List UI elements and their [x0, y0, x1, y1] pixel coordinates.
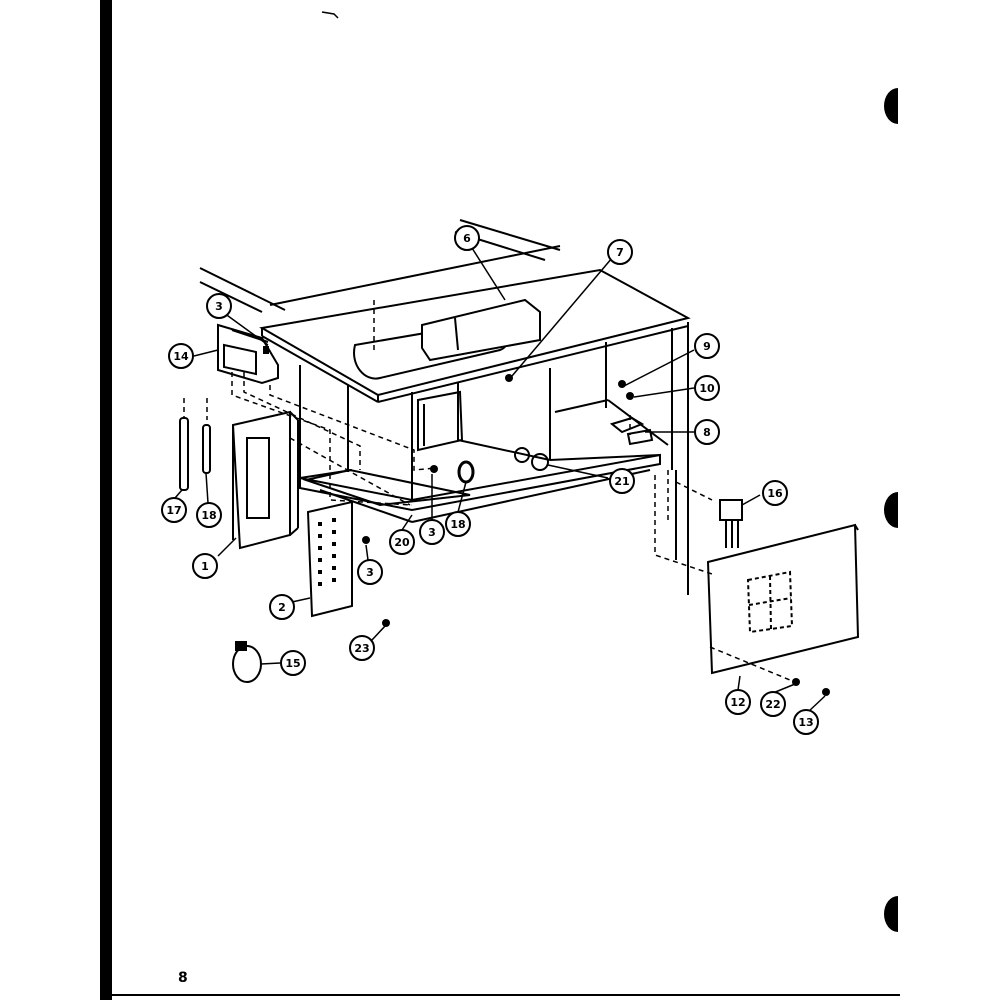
- callout-17-label: 17: [166, 504, 181, 517]
- callout-3-top-label: 3: [215, 300, 223, 313]
- callout-23: 23: [349, 635, 375, 661]
- callout-7: 7: [607, 239, 633, 265]
- callout-10-label: 10: [699, 382, 715, 395]
- callout-22-label: 22: [765, 698, 780, 711]
- callout-22: 22: [760, 691, 786, 717]
- callout-21-label: 21: [614, 475, 629, 488]
- relay: [719, 499, 743, 548]
- callout-8-label: 8: [703, 426, 711, 439]
- callout-17: 17: [161, 497, 187, 523]
- control-panel: [231, 410, 299, 550]
- callout-9: 9: [694, 333, 720, 359]
- callout-20-label: 20: [394, 536, 410, 549]
- callout-12-label: 12: [730, 696, 745, 709]
- callout-10: 10: [694, 375, 720, 401]
- punch-holes: [884, 88, 898, 932]
- wire-ring: [232, 641, 262, 683]
- terminal-dots: [318, 518, 336, 586]
- access-panel: [706, 523, 860, 675]
- callout-3-top: 3: [206, 293, 232, 319]
- terminal-plate: [306, 500, 353, 618]
- cabinet-assembly: [199, 219, 691, 595]
- callout-12: 12: [725, 689, 751, 715]
- callout-3-bottom-label: 3: [366, 566, 374, 579]
- callout-2: 2: [269, 594, 295, 620]
- callout-1-label: 1: [201, 560, 209, 573]
- callout-18-grommet-label: 18: [450, 518, 465, 531]
- callout-16-label: 16: [767, 487, 783, 500]
- callout-20: 20: [389, 529, 415, 555]
- callout-13-label: 13: [798, 716, 813, 729]
- assembly-guides: [183, 300, 791, 681]
- callout-14-label: 14: [173, 350, 189, 363]
- callout-2-label: 2: [278, 601, 286, 614]
- page-number: 8: [178, 970, 188, 986]
- callout-9-label: 9: [703, 340, 711, 353]
- fuses: [179, 417, 211, 491]
- callout-6: 6: [454, 225, 480, 251]
- callout-15: 15: [280, 650, 306, 676]
- callout-14: 14: [168, 343, 194, 369]
- callout-18-grommet: 18: [445, 511, 471, 537]
- callout-1: 1: [192, 553, 218, 579]
- callout-15-label: 15: [285, 657, 300, 670]
- callout-21: 21: [609, 468, 635, 494]
- callout-18-left-label: 18: [201, 509, 216, 522]
- junction-box: [217, 323, 279, 385]
- leader-lines: [174, 247, 826, 713]
- callout-3-middle-label: 3: [428, 526, 436, 539]
- callout-3-bottom: 3: [357, 559, 383, 585]
- scan-mark: [321, 11, 339, 19]
- callout-3-middle: 3: [419, 519, 445, 545]
- callout-7-label: 7: [616, 246, 624, 259]
- callout-8: 8: [694, 419, 720, 445]
- page-left-border: [100, 0, 112, 1000]
- callout-13: 13: [793, 709, 819, 735]
- callout-18-left: 18: [196, 502, 222, 528]
- callout-16: 16: [762, 480, 788, 506]
- callout-23-label: 23: [354, 642, 369, 655]
- callout-6-label: 6: [463, 232, 471, 245]
